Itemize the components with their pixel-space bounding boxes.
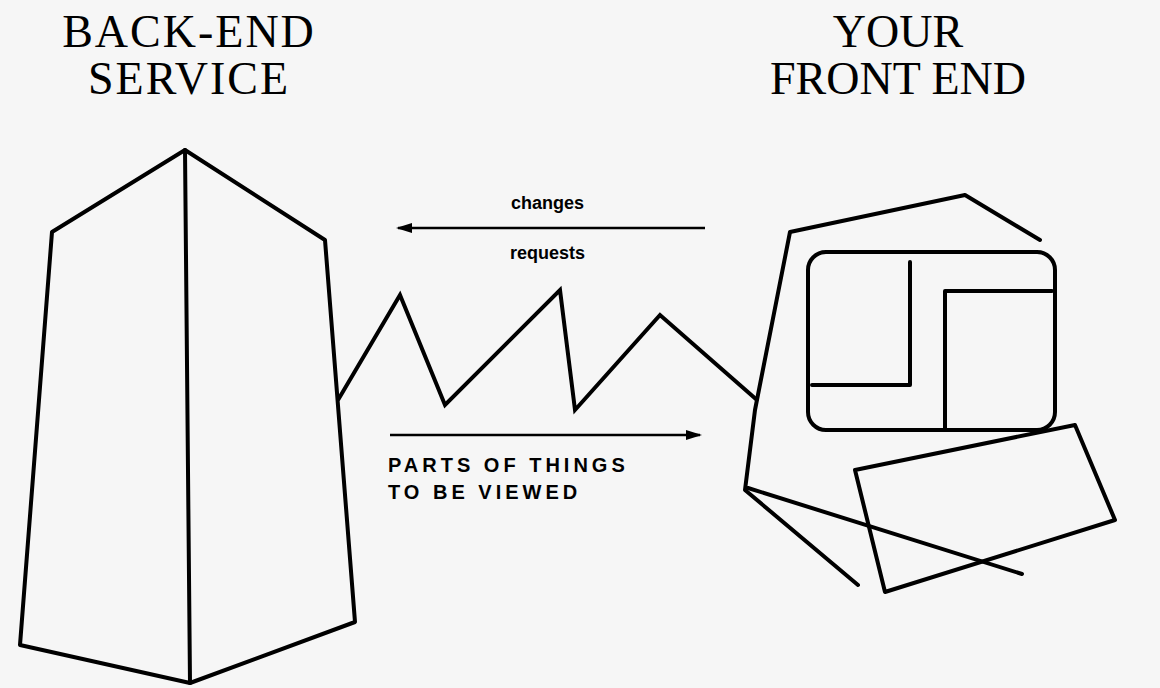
outline-stroke <box>855 425 1115 592</box>
outline-stroke <box>945 291 1052 428</box>
edge-label: changes requests <box>510 178 585 278</box>
computer-terminal: YOUR FRONT END <box>720 8 1145 608</box>
screen-outline <box>808 252 1055 430</box>
outline-stroke <box>185 150 190 683</box>
node-heading: YOUR FRONT END <box>762 8 1034 102</box>
outline-stroke <box>812 262 910 385</box>
edge-label: PARTS OF THINGS TO BE VIEWED <box>388 452 656 506</box>
node-heading: BACK-END SERVICE <box>43 8 335 102</box>
connection-wire <box>338 290 757 410</box>
shape-outline <box>18 8 360 685</box>
server-tower: BACK-END SERVICE <box>18 8 360 685</box>
response-arrow <box>390 434 700 437</box>
request-arrow <box>398 227 705 230</box>
outline-stroke <box>20 150 355 683</box>
